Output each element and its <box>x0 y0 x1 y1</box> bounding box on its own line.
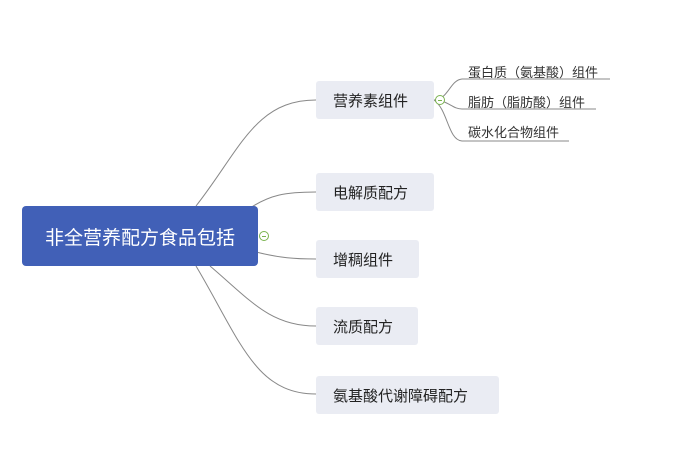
root-topic-label: 非全营养配方食品包括 <box>44 226 235 249</box>
branch-thickener-component[interactable]: 增稠组件 <box>316 240 419 278</box>
connector-root-to-electrolyte <box>249 191 317 209</box>
collapse-nutrient-icon[interactable] <box>435 95 445 105</box>
branch-label: 增稠组件 <box>333 250 394 269</box>
branch-amino-acid-metabolism-formula[interactable]: 氨基酸代谢障碍配方 <box>316 376 499 414</box>
sub-branch-fat-component[interactable]: 脂肪（脂肪酸）组件 <box>468 92 585 111</box>
connector-root-to-thickener <box>255 251 317 260</box>
sub-branch-label: 脂肪（脂肪酸）组件 <box>468 96 586 111</box>
branch-label: 氨基酸代谢障碍配方 <box>333 386 469 405</box>
branch-electrolyte-formula[interactable]: 电解质配方 <box>316 173 434 211</box>
sub-branch-label: 碳水化合物组件 <box>468 126 560 141</box>
collapse-root-icon[interactable] <box>259 231 269 241</box>
connector-root-to-amino-acid <box>195 265 317 395</box>
branch-nutrient-component[interactable]: 营养素组件 <box>316 81 434 119</box>
branch-label: 营养素组件 <box>333 91 409 110</box>
connector-root-to-liquid <box>209 265 317 327</box>
branch-liquid-formula[interactable]: 流质配方 <box>316 307 418 345</box>
root-topic[interactable]: 非全营养配方食品包括 <box>22 206 258 266</box>
connector-root-to-nutrient-component <box>195 99 317 207</box>
branch-label: 流质配方 <box>333 317 394 336</box>
sub-branch-protein-component[interactable]: 蛋白质（氨基酸）组件 <box>468 62 598 81</box>
sub-branch-label: 蛋白质（氨基酸）组件 <box>468 66 599 81</box>
branch-label: 电解质配方 <box>333 183 409 202</box>
sub-branch-carbohydrate-component[interactable]: 碳水化合物组件 <box>468 122 559 141</box>
